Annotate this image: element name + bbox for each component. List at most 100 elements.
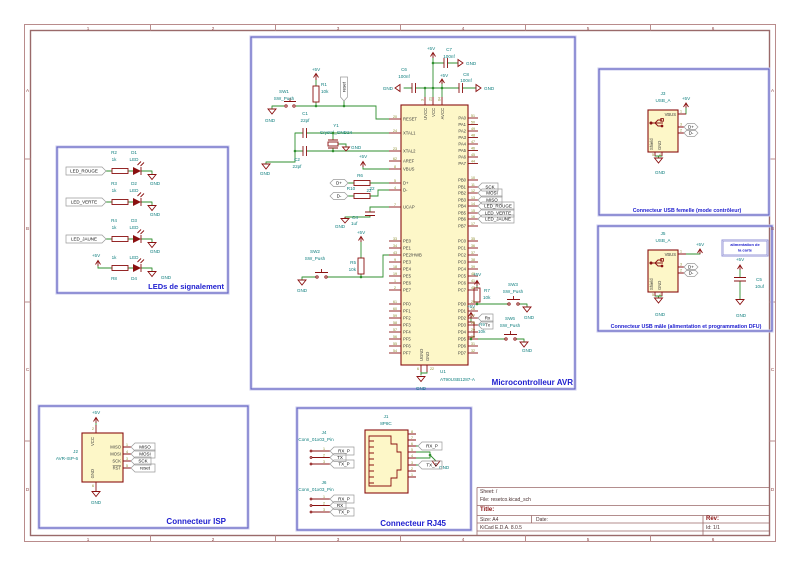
sch-text[interactable]: LED	[130, 255, 140, 260]
net-label-D-[interactable]: D-	[689, 271, 694, 276]
sch-text[interactable]: +5V	[473, 272, 482, 277]
sch-text[interactable]: GND	[91, 500, 102, 505]
sch-text[interactable]: AVR-ISP-6	[56, 456, 79, 461]
sch-text[interactable]: GND	[524, 315, 535, 320]
net-label-shape[interactable]	[340, 76, 348, 102]
sch-text[interactable]: MISO	[110, 445, 121, 450]
sch-text[interactable]: C8	[463, 72, 469, 77]
section-title-rj45[interactable]: Connecteur RJ45	[380, 519, 446, 528]
sch-text[interactable]: SCK	[112, 459, 121, 464]
net-label-shape[interactable]	[683, 263, 699, 271]
net-label-RX_P[interactable]: RX_P	[338, 449, 350, 454]
sch-text[interactable]: +5V	[92, 253, 101, 258]
sch-text[interactable]: 1k	[112, 255, 118, 260]
net-label-shape[interactable]	[329, 507, 355, 517]
net-label-shape[interactable]	[477, 182, 499, 192]
sch-text[interactable]: C6	[401, 67, 407, 72]
net-label-shape[interactable]	[477, 320, 494, 330]
net-label-LED_VERTE[interactable]: LED_VERTE	[71, 200, 97, 205]
sch-text[interactable]: SW6	[505, 316, 515, 321]
sch-text[interactable]: +5V	[92, 410, 101, 415]
sch-text[interactable]: R5	[350, 260, 356, 265]
sch-text[interactable]: Y1	[333, 123, 339, 128]
sch-text[interactable]: 100nf	[460, 78, 472, 83]
sch-text[interactable]: J4	[322, 430, 327, 435]
net-label-MOSI[interactable]: MOSI	[139, 452, 151, 457]
net-label-shape[interactable]	[65, 197, 107, 207]
sch-vtext[interactable]: Shield	[649, 138, 654, 150]
sch-text[interactable]: Crystal_GND24	[320, 130, 353, 135]
sch-text[interactable]: GND	[150, 181, 161, 186]
sch-text[interactable]: 22pf	[301, 118, 311, 123]
sch-text[interactable]: R3	[111, 181, 117, 186]
sch-text[interactable]: 10uf	[755, 284, 765, 289]
sch-text[interactable]: R10	[347, 186, 356, 191]
sch-text[interactable]: 10k	[349, 267, 357, 272]
net-label-LED_JAUNE[interactable]: LED_JAUNE	[71, 237, 97, 242]
net-label-RX[interactable]: RX	[337, 503, 343, 508]
sch-text[interactable]: R4	[111, 218, 117, 223]
net-label-shape[interactable]	[683, 269, 699, 277]
sch-text[interactable]: 1k	[112, 225, 118, 230]
sch-text[interactable]: 1k	[112, 157, 118, 162]
net-label-MISO[interactable]: MISO	[486, 198, 498, 203]
net-label-TX_P[interactable]: TX_P	[338, 462, 349, 467]
sch-text[interactable]: Conn_01x03_Pin	[298, 487, 334, 492]
sch-text[interactable]: MOSI	[110, 452, 121, 457]
net-label-RX_P[interactable]: RX_P	[426, 444, 438, 449]
sch-text[interactable]: 22	[366, 188, 372, 193]
sch-text[interactable]: 100nf	[398, 74, 410, 79]
sch-text[interactable]: SW2	[310, 249, 320, 254]
net-label-shape[interactable]	[65, 234, 107, 244]
section-title-usb_f[interactable]: Connecteur USB femelle (mode contrôleur)	[633, 208, 742, 214]
sch-text[interactable]: R2	[111, 150, 117, 155]
sch-text[interactable]: D1	[131, 150, 137, 155]
net-label-shape[interactable]	[477, 195, 503, 205]
section-title-usb_m[interactable]: Connecteur USB mâle (alimentation et pro…	[611, 324, 762, 330]
net-label-shape[interactable]	[477, 214, 515, 224]
sch-text[interactable]: GND	[484, 86, 495, 91]
sch-text[interactable]: D4	[131, 276, 137, 281]
sch-text[interactable]: C2	[294, 157, 300, 162]
sch-text[interactable]: USB_A	[655, 238, 671, 243]
sch-text[interactable]: VBUS	[665, 112, 677, 117]
sch-text[interactable]: C1	[302, 111, 308, 116]
sch-text[interactable]: 100nf	[443, 54, 455, 59]
net-label-reset[interactable]: reset	[140, 466, 151, 471]
sch-text[interactable]: U1	[440, 369, 446, 374]
sch-text[interactable]: 10k	[478, 329, 486, 334]
net-label-reset[interactable]: reset	[342, 81, 347, 92]
sch-vtext[interactable]: Shield	[649, 278, 654, 290]
sch-text[interactable]: +5V	[357, 230, 366, 235]
sch-text[interactable]: USB_A	[655, 98, 671, 103]
sch-text[interactable]: VBUS	[665, 252, 677, 257]
net-label-D+[interactable]: D+	[688, 125, 694, 130]
sch-text[interactable]: SW_Push	[503, 289, 524, 294]
sch-text[interactable]: GND	[383, 86, 394, 91]
net-label-shape[interactable]	[65, 166, 107, 176]
net-label-shape[interactable]	[329, 459, 355, 469]
net-label-shape[interactable]	[477, 208, 515, 218]
net-label-MISO[interactable]: MISO	[139, 445, 151, 450]
net-label-TX_P[interactable]: TX_P	[338, 510, 349, 515]
sch-text[interactable]: GND	[297, 288, 308, 293]
net-label-shape[interactable]	[130, 463, 156, 473]
sch-text[interactable]: J1	[384, 414, 389, 419]
sch-text[interactable]: R7	[484, 288, 490, 293]
sch-text[interactable]: +5V	[427, 46, 436, 51]
sch-vtext[interactable]: GND	[657, 141, 662, 150]
sch-text[interactable]: 8P8C	[380, 421, 392, 426]
sch-text[interactable]: Conn_01x03_Pin	[298, 437, 334, 442]
sch-text[interactable]: GND	[416, 386, 427, 391]
sch-text[interactable]: alimentation de	[730, 242, 760, 247]
net-label-D+[interactable]: D+	[688, 265, 694, 270]
sch-text[interactable]: +5V	[359, 154, 368, 159]
sch-text[interactable]: R9	[479, 322, 485, 327]
net-label-TX[interactable]: TX	[337, 455, 343, 460]
net-label-RX_P[interactable]: RX_P	[338, 497, 350, 502]
sch-text[interactable]: SW_Push	[305, 256, 326, 261]
net-label-shape[interactable]	[683, 129, 699, 137]
net-label-shape[interactable]	[329, 192, 349, 200]
sch-text[interactable]: +5V	[312, 67, 321, 72]
